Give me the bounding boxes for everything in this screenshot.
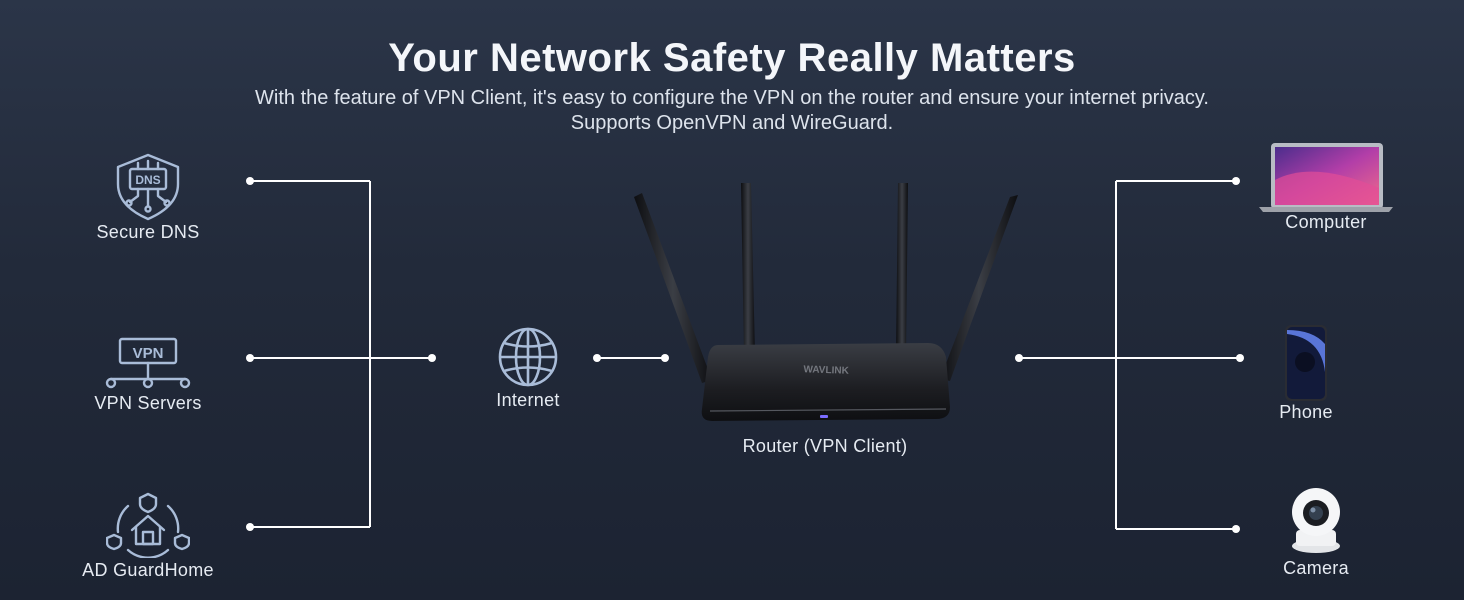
node-ad-guardhome: AD GuardHome	[58, 490, 238, 590]
page-title: Your Network Safety Really Matters	[388, 36, 1076, 80]
dns-shield-icon: DNS	[116, 153, 180, 221]
node-secure-dns: DNS Secure DNS	[68, 150, 228, 250]
ad-guardhome-label: AD GuardHome	[82, 560, 214, 580]
secure-dns-label: Secure DNS	[96, 222, 200, 242]
node-computer: Computer	[1250, 140, 1402, 240]
router-body	[701, 343, 950, 421]
dns-badge-text: DNS	[135, 173, 160, 187]
phone-icon	[1285, 325, 1327, 401]
router-label: Router (VPN Client)	[742, 436, 908, 456]
vpn-badge-text: VPN	[133, 345, 164, 362]
globe-icon	[498, 327, 558, 387]
antenna-3	[896, 183, 908, 355]
phone-label: Phone	[1279, 402, 1333, 422]
antenna-4	[940, 195, 1018, 381]
laptop-icon	[1259, 143, 1393, 212]
router-led	[820, 415, 828, 418]
node-internet: Internet	[470, 326, 586, 416]
camera-icon	[1292, 488, 1340, 553]
router-brand: WAVLINK	[803, 364, 850, 377]
vpn-servers-label: VPN Servers	[94, 393, 202, 413]
node-camera: Camera	[1250, 486, 1382, 586]
router-image: WAVLINK	[634, 183, 1018, 421]
node-vpn-servers: VPN VPN Servers	[68, 333, 228, 423]
node-phone: Phone	[1250, 324, 1362, 424]
camera-label: Camera	[1283, 558, 1349, 578]
antenna-1	[634, 193, 712, 383]
antenna-2	[741, 183, 755, 355]
subtitle-line-1: With the feature of VPN Client, it's eas…	[255, 87, 1209, 109]
computer-label: Computer	[1285, 212, 1367, 232]
vpn-network-icon: VPN	[105, 337, 191, 389]
subtitle-line-2: Supports OpenVPN and WireGuard.	[570, 112, 894, 134]
internet-label: Internet	[496, 390, 560, 410]
home-shield-icon	[106, 492, 190, 558]
